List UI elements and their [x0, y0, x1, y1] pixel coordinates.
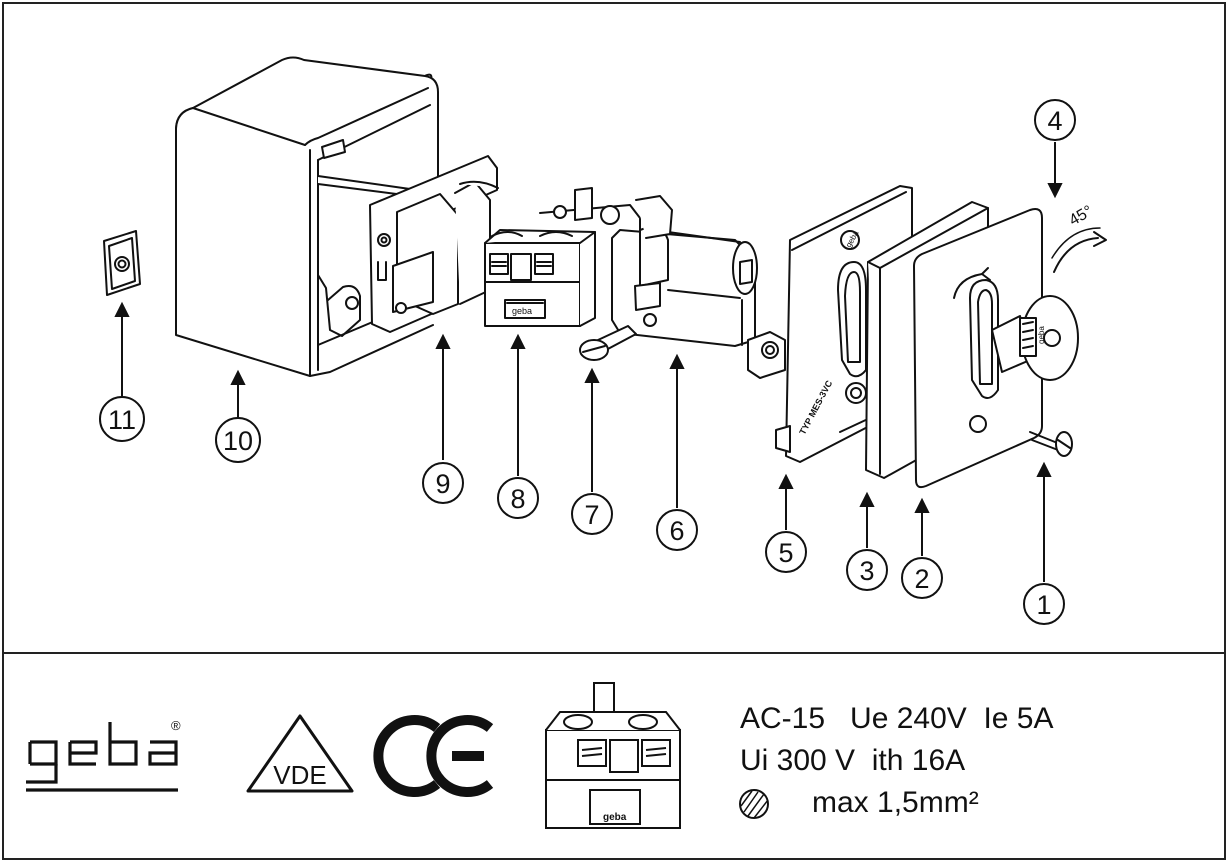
callout-3: 3: [859, 556, 874, 586]
vde-label: VDE: [273, 760, 326, 790]
spec-line-3: max 1,5mm²: [812, 786, 979, 819]
spec-line-1: AC-15 Ue 240V Ie 5A: [740, 702, 1054, 735]
cross-section-hatch-icon: [739, 789, 769, 819]
rotation-arrow: [1051, 227, 1107, 273]
terminal-brand-text: geba: [512, 306, 532, 316]
key-part: [991, 295, 1079, 381]
ce-label-hidden: CE: [0, 0, 2, 1]
geba-logo: [26, 722, 178, 792]
terminal-block-icon: [545, 682, 681, 829]
switch-carrier-part: [369, 155, 499, 333]
spec-line-2: Ui 300 V ith 16A: [740, 744, 965, 777]
callout-11: 11: [108, 405, 136, 435]
callout-2: 2: [914, 564, 929, 594]
callout-10: 10: [223, 426, 253, 456]
callout-8: 8: [510, 484, 525, 514]
ce-mark: [373, 715, 494, 797]
logo-text-hidden: geba: [0, 0, 3, 1]
callout-5: 5: [778, 538, 793, 568]
callout-9: 9: [435, 469, 450, 499]
callout-4: 4: [1047, 106, 1062, 136]
registered-mark: ®: [171, 718, 181, 733]
callout-6: 6: [669, 516, 684, 546]
callout-7: 7: [584, 500, 599, 530]
cable-grommet-part: [103, 230, 141, 296]
key-brand-text: geba: [1037, 326, 1046, 344]
terminal-icon-brand: geba: [603, 812, 627, 823]
lock-cylinder-part: [539, 187, 786, 379]
cylinder-screw-part: [579, 325, 637, 361]
cover-plate-part: [913, 208, 1043, 489]
callout-leaders: [114, 142, 1063, 582]
callout-circles: [99, 99, 1076, 625]
vde-mark: [246, 714, 354, 793]
screw-part: [1029, 431, 1073, 457]
terminal-block-part: [484, 229, 596, 327]
callout-1: 1: [1036, 590, 1051, 620]
